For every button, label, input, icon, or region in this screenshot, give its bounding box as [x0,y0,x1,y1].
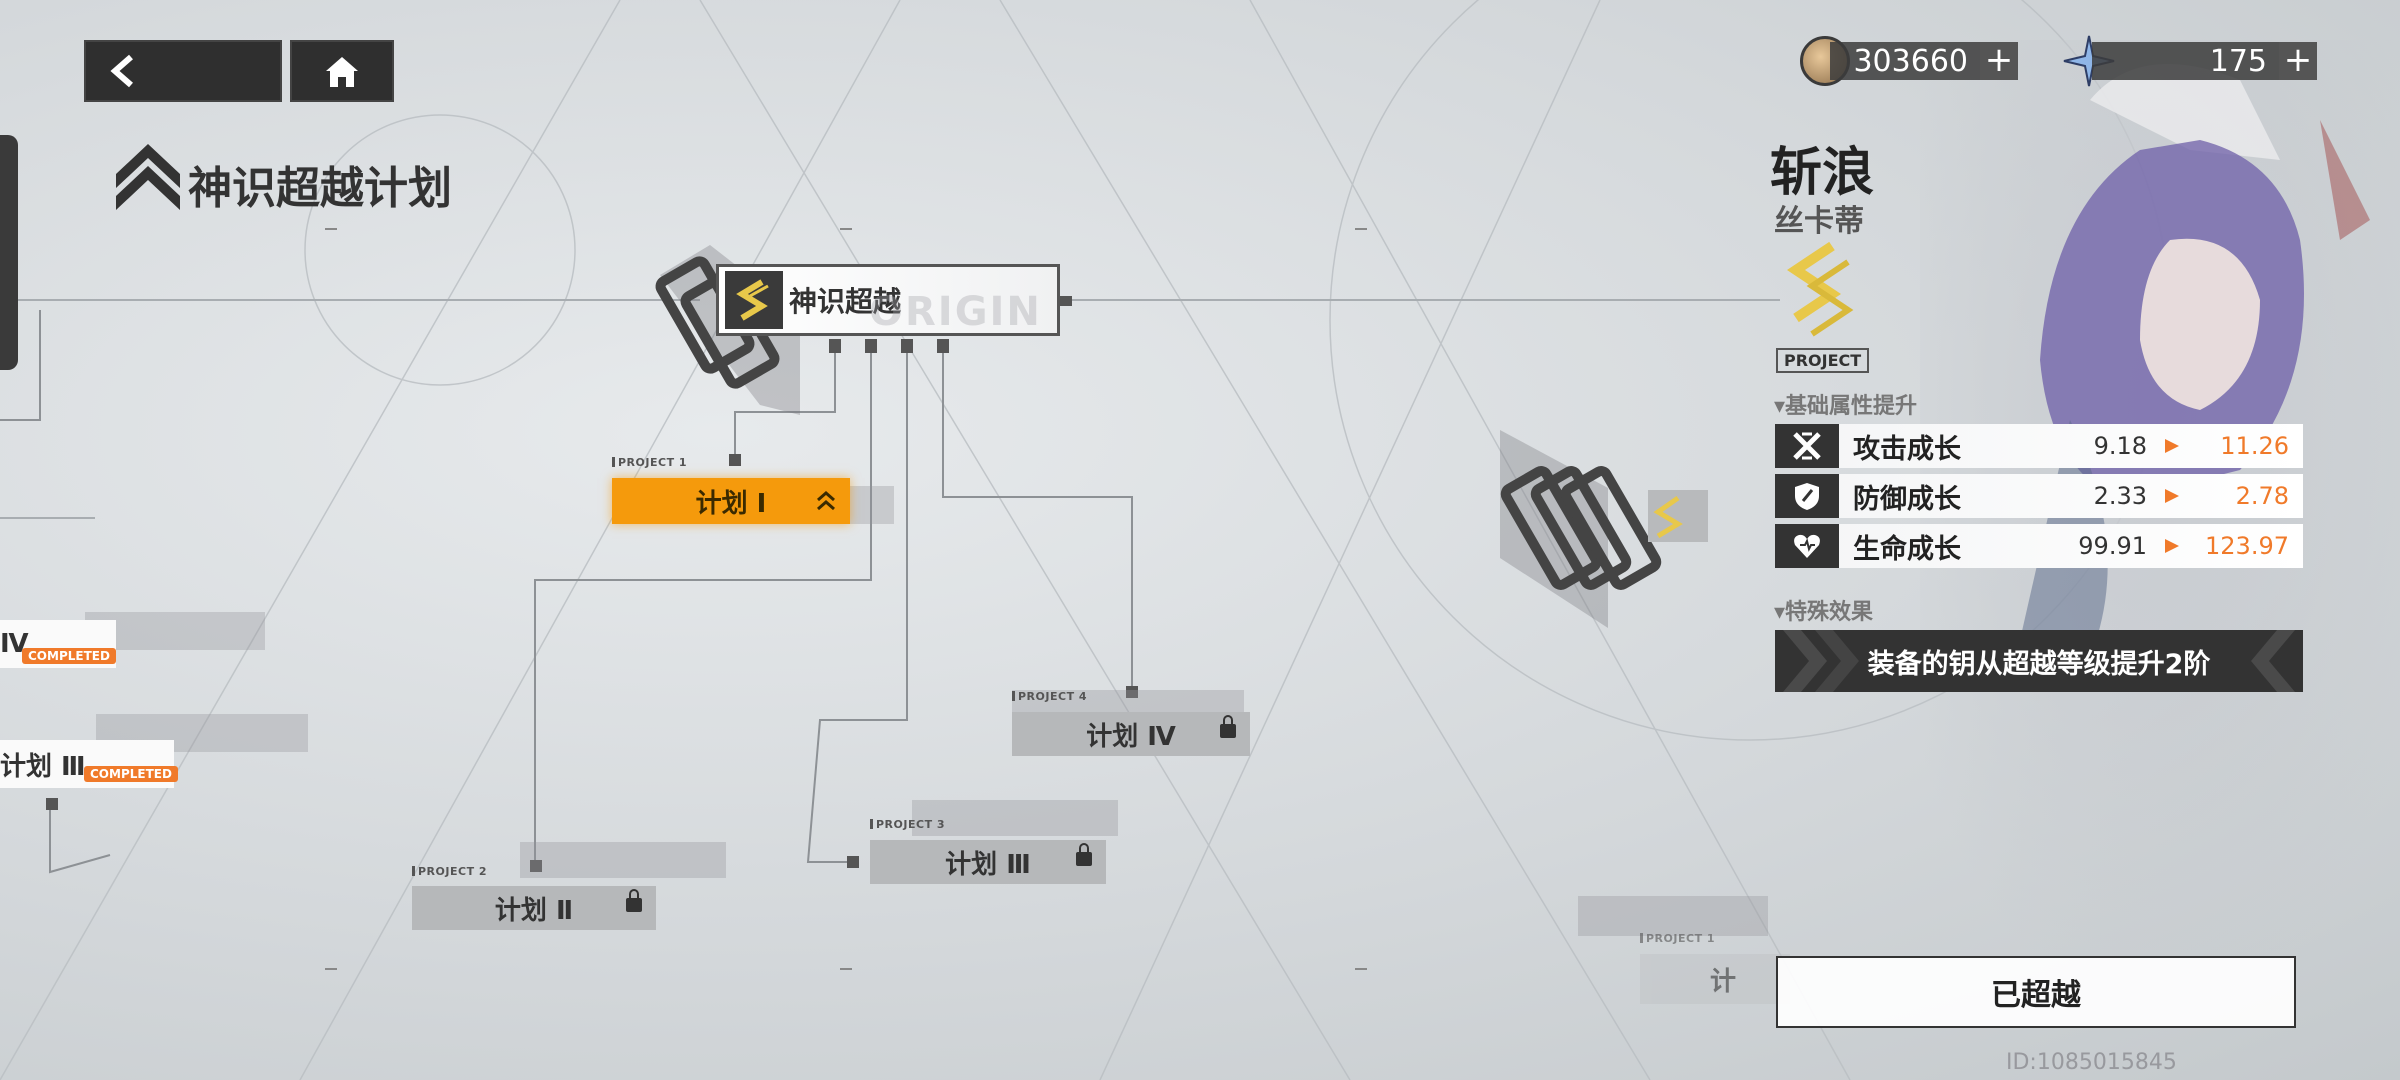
home-icon [326,57,358,87]
stat-row-defense: 防御成长 2.33 2.78 [1775,474,2303,518]
side-drawer-tab[interactable] [0,135,18,370]
stat-old-value: 99.91 [2078,532,2147,560]
home-button[interactable] [290,40,394,102]
project-node-4[interactable]: 计划 Ⅳ [1012,712,1250,756]
project-tag: PROJECT 3 [870,818,945,831]
special-effect-text: 装备的钥从超越等级提升2阶 [1867,648,2211,680]
increase-arrow-icon [2165,539,2179,553]
stat-new-value: 11.26 [2220,432,2289,460]
project-tag: PROJECT 1 [1640,932,1715,945]
stat-new-value: 123.97 [2205,532,2289,560]
phase-emblem-icon [1500,430,1708,628]
add-coins-button[interactable]: + [1980,42,2018,80]
stats-section-title: 基础属性提升 [1785,394,1918,419]
node-shadow [912,800,1118,836]
character-subname: 丝卡蒂 [1774,204,1864,239]
stats-section-header: ▾基础属性提升 [1774,388,1917,420]
stat-row-attack: 攻击成长 9.18 11.26 [1775,424,2303,468]
project-tag: PROJECT 4 [1012,690,1087,703]
completed-badge: COMPLETED [84,766,178,782]
special-effect-banner: 装备的钥从超越等级提升2阶 [1775,630,2303,692]
stat-old-value: 9.18 [2093,432,2147,460]
stat-label: 生命成长 [1853,533,1961,565]
stat-label: 防御成长 [1853,483,1961,515]
project-label: 计 [1710,966,1737,997]
special-section-title: 特殊效果 [1785,600,1874,625]
upgrade-chevron-icon [817,491,835,511]
page-title: 神识超越计划 [188,163,452,214]
stat-row-health: 生命成长 99.91 123.97 [1775,524,2303,568]
gold-project-emblem-icon [1786,241,1854,337]
coin-amount: 303660 [1853,43,1968,79]
project-node-2[interactable]: 计划 Ⅱ [412,886,656,930]
transcended-button[interactable]: 已超越 [1776,956,2296,1028]
ghost-project-node: 计 [1640,954,1790,1004]
user-id: ID:1085015845 [2006,1050,2177,1075]
project-label: 计划 Ⅰ [695,488,767,519]
completed-node-4[interactable]: Ⅳ COMPLETED [0,620,116,668]
coin-counter: 303660 + [1800,36,2018,86]
project-label-badge: PROJECT [1776,348,1870,373]
stat-label: 攻击成长 [1853,433,1961,465]
project-node-3[interactable]: 计划 Ⅲ [870,840,1106,884]
add-crystals-button[interactable]: + [2279,42,2317,80]
transcended-button-label: 已超越 [1991,978,2081,1013]
root-node[interactable]: 神识超越 ORIGIN [716,264,1060,336]
chevron-pattern-icon [1783,630,2295,692]
crystal-amount: 175 [2209,43,2267,79]
back-arrow-icon [110,54,133,88]
increase-arrow-icon [2165,439,2179,453]
gold-s-emblem-icon [736,279,769,321]
character-name: 斩浪 [1770,143,1875,203]
project-label: 计划 Ⅳ [1086,721,1176,752]
triangle-down-icon: ▾ [1774,394,1786,419]
project-label: 计划 Ⅲ [945,849,1031,880]
completed-node-3[interactable]: 计划 Ⅲ COMPLETED [0,740,178,788]
defense-icon [1775,474,1839,518]
root-node-icon-box [725,271,783,329]
project-label: 计划 Ⅱ [494,895,574,926]
completed-node-label: 计划 Ⅲ [0,751,86,782]
project-node-1[interactable]: 计划 Ⅰ [612,478,850,524]
root-node-label: 神识超越 [789,285,902,318]
lock-icon [626,889,642,912]
stat-new-value: 2.78 [2235,482,2289,510]
lock-icon [1220,715,1236,738]
lock-icon [1076,843,1092,866]
special-section-header: ▾特殊效果 [1774,594,1873,626]
crystal-counter: 175 + [2062,35,2317,87]
back-button[interactable] [84,40,282,102]
root-node-watermark: ORIGIN [869,289,1042,335]
project-tag: PROJECT 2 [412,865,487,878]
attack-icon [1775,424,1839,468]
increase-arrow-icon [2165,489,2179,503]
project-tag: PROJECT 1 [612,456,687,469]
completed-badge: COMPLETED [22,648,116,664]
node-shadow [520,842,726,878]
node-shadow [1578,896,1768,936]
triangle-down-icon: ▾ [1774,600,1786,625]
health-icon [1775,524,1839,568]
stat-old-value: 2.33 [2093,482,2147,510]
chevron-logo-icon [116,144,180,210]
character-portrait [1920,40,2400,1080]
